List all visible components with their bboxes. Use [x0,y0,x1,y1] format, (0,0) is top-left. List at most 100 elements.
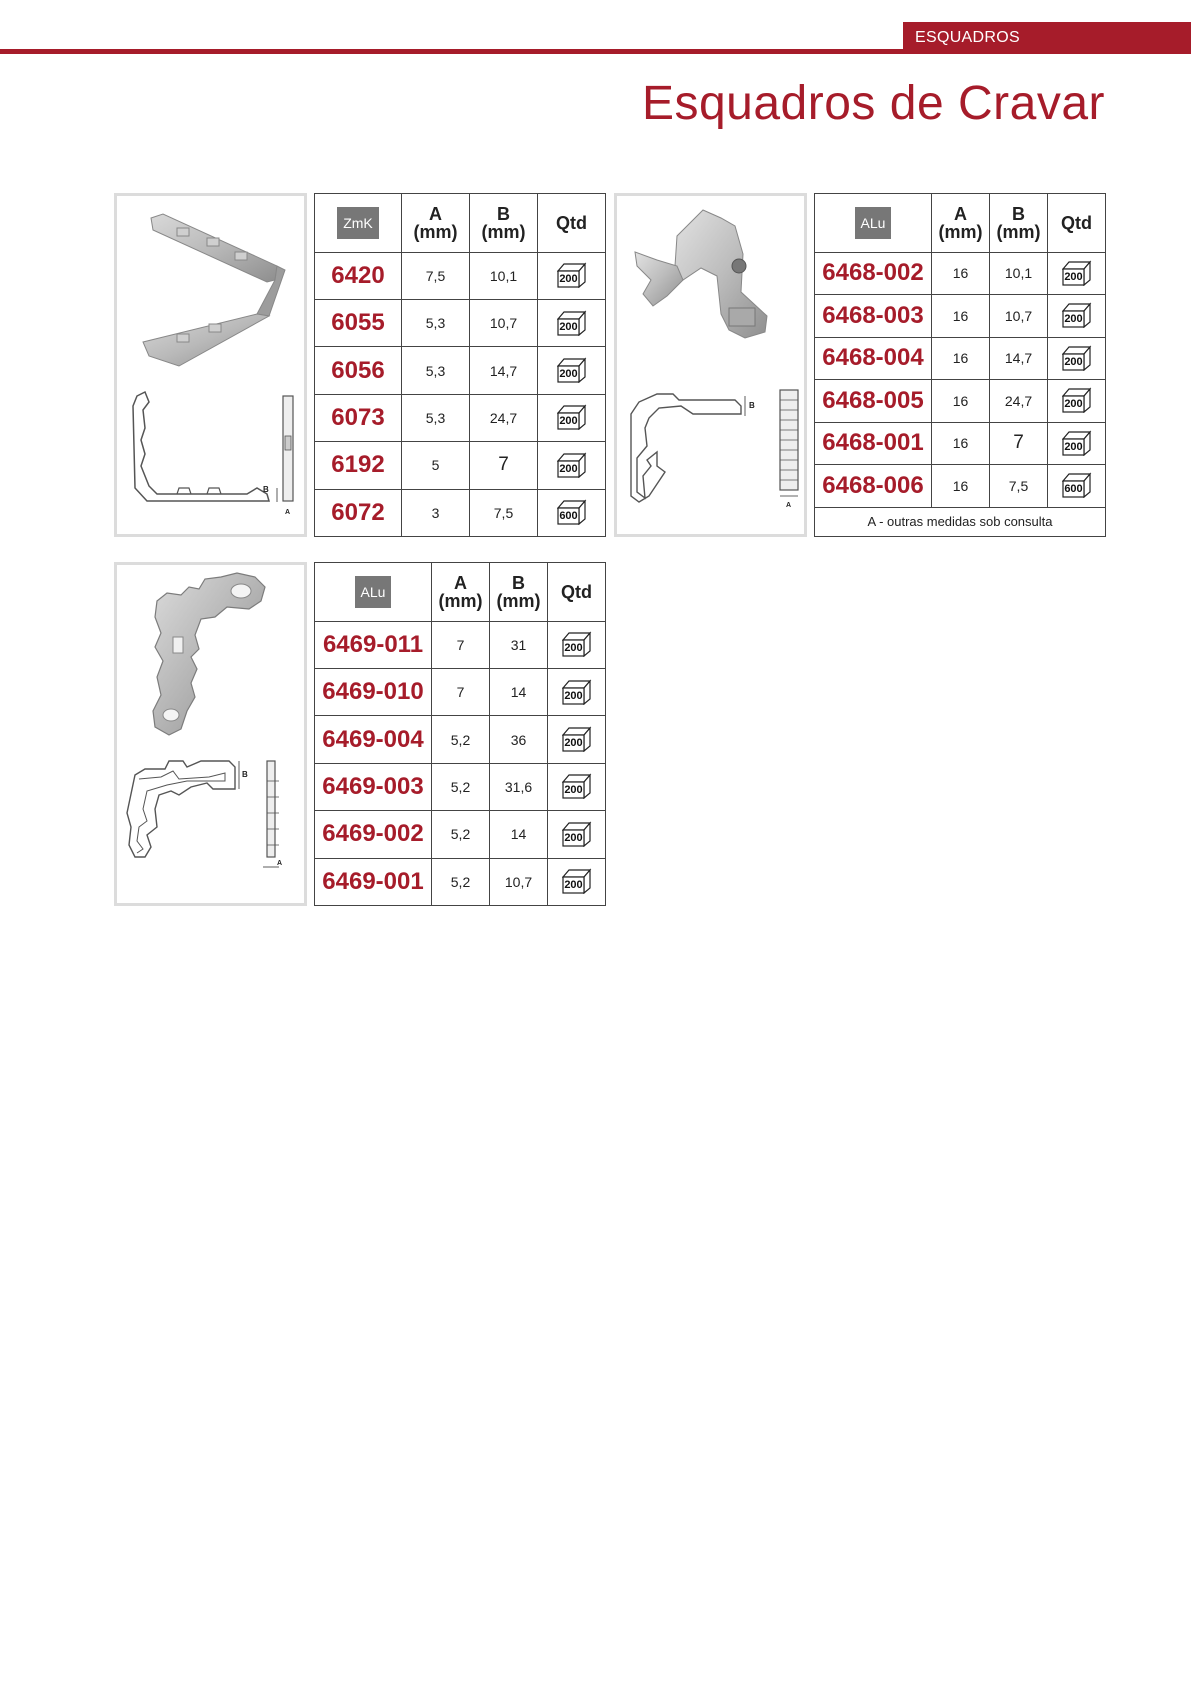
dim-a: 16 [931,421,990,466]
svg-text:A: A [277,860,282,867]
box-icon: 200 [556,306,587,336]
section-tag: ESQUADROS [903,22,1191,52]
box-icon: 200 [561,722,592,753]
dim-b: 10,7 [469,298,538,348]
qty-cell: 200 [1047,379,1106,423]
material-badge: ALu [354,575,392,608]
col-a-header: A(mm) [931,193,990,253]
product-code: 6468-004 [814,336,932,381]
dim-b: 14 [489,667,548,717]
dim-b: 24,7 [469,393,538,443]
dim-b: 10,1 [989,251,1048,296]
dim-a: 5,2 [431,857,490,907]
box-icon: 200 [561,864,592,895]
dim-a: 5,3 [401,298,470,348]
table-row: 6468-003 16 10,7 200 [814,294,1106,338]
qty-cell: 200 [1047,421,1106,466]
dim-a: 3 [401,488,470,538]
box-icon: 600 [556,495,587,526]
table-row: 6469-011 7 31 200 [314,620,606,669]
dim-a: 5,2 [431,810,490,859]
dim-a: 16 [931,379,990,423]
product-code: 6468-001 [814,421,932,466]
table-row: 6469-004 5,2 36 200 [314,715,606,764]
dim-b: 7,5 [469,488,538,538]
dim-a: 7 [431,667,490,717]
dim-b: 10,7 [989,294,1048,338]
dim-a: 16 [931,251,990,296]
product-code: 6469-010 [314,667,432,717]
col-qtd-header: Qtd [547,562,606,622]
alu-6469-illustration: B A [126,572,282,868]
table-row: 6468-006 16 7,5 600 [814,464,1106,508]
box-icon: 600 [1061,468,1092,499]
qty-cell: 200 [1047,336,1106,381]
dim-b: 36 [489,715,548,764]
box-icon: 200 [1061,256,1092,286]
table-row: 6469-003 5,2 31,6 200 [314,762,606,812]
dim-a: 5,2 [431,762,490,812]
qty-cell: 200 [547,810,606,859]
svg-text:B: B [263,485,269,494]
col-b-header: B(mm) [989,193,1048,253]
dim-a: 16 [931,294,990,338]
dim-b: 24,7 [989,379,1048,423]
product-image-zmk-corner: B A [114,193,307,537]
dim-b: 31,6 [489,762,548,812]
table-row: 6468-002 16 10,1 200 [814,251,1106,296]
box-icon: 200 [1061,383,1092,414]
svg-text:A: A [285,509,290,516]
dim-a: 5,3 [401,393,470,443]
box-icon: 200 [556,448,587,478]
svg-text:B: B [749,401,755,410]
product-code: 6073 [314,393,402,443]
product-code: 6420 [314,251,402,300]
dim-b: 31 [489,620,548,669]
box-icon: 200 [556,258,587,289]
material-header: ALu [814,193,932,253]
page-title: Esquadros de Cravar [641,77,1105,130]
product-code: 6469-004 [314,715,432,764]
dim-b: 10,7 [489,857,548,907]
qty-cell: 200 [547,667,606,717]
product-code: 6056 [314,346,402,395]
product-code: 6468-005 [814,379,932,423]
spec-table-alu-6468: ALu A(mm) B(mm) Qtd 6468-002 16 10,1 200… [814,193,1106,538]
qty-cell: 200 [537,441,606,490]
product-image-alu-6469: B A [114,562,307,906]
qty-cell: 200 [547,857,606,907]
product-code: 6468-006 [814,464,932,508]
dim-a: 7,5 [401,251,470,300]
product-code: 6469-003 [314,762,432,812]
col-qtd-header: Qtd [1047,193,1106,253]
table-row: 6072 3 7,5 600 [314,488,606,538]
dim-a: 7 [431,620,490,669]
qty-cell: 200 [537,251,606,300]
product-code: 6469-011 [314,620,432,669]
qty-cell: 600 [537,488,606,538]
table-note: A - outras medidas sob consulta [814,506,1106,538]
dim-a: 16 [931,336,990,381]
dim-a: 5,3 [401,346,470,395]
box-icon: 200 [561,627,592,658]
spec-table-alu-6469: ALu A(mm) B(mm) Qtd 6469-011 7 31 200 64… [314,562,606,907]
dim-b: 7 [469,441,538,490]
col-a-header: A(mm) [431,562,490,622]
dim-b: 7 [989,421,1048,466]
dim-b: 10,1 [469,251,538,300]
table-row: 6420 7,5 10,1 200 [314,251,606,300]
dim-b: 14 [489,810,548,859]
qty-cell: 600 [1047,464,1106,508]
product-code: 6468-002 [814,251,932,296]
product-code: 6469-001 [314,857,432,907]
box-icon: 200 [561,675,592,705]
col-b-header: B(mm) [469,193,538,253]
table-header-row: ALu A(mm) B(mm) Qtd [314,562,606,622]
dim-b: 14,7 [469,346,538,395]
product-code: 6468-003 [814,294,932,338]
alu-corner-illustration: B A [630,209,799,509]
dim-a: 5,2 [431,715,490,764]
spec-table-zmk: ZmK A(mm) B(mm) Qtd 6420 7,5 10,1 200 60… [314,193,606,538]
table-row: 6469-002 5,2 14 200 [314,810,606,859]
material-badge: ZmK [337,206,379,239]
